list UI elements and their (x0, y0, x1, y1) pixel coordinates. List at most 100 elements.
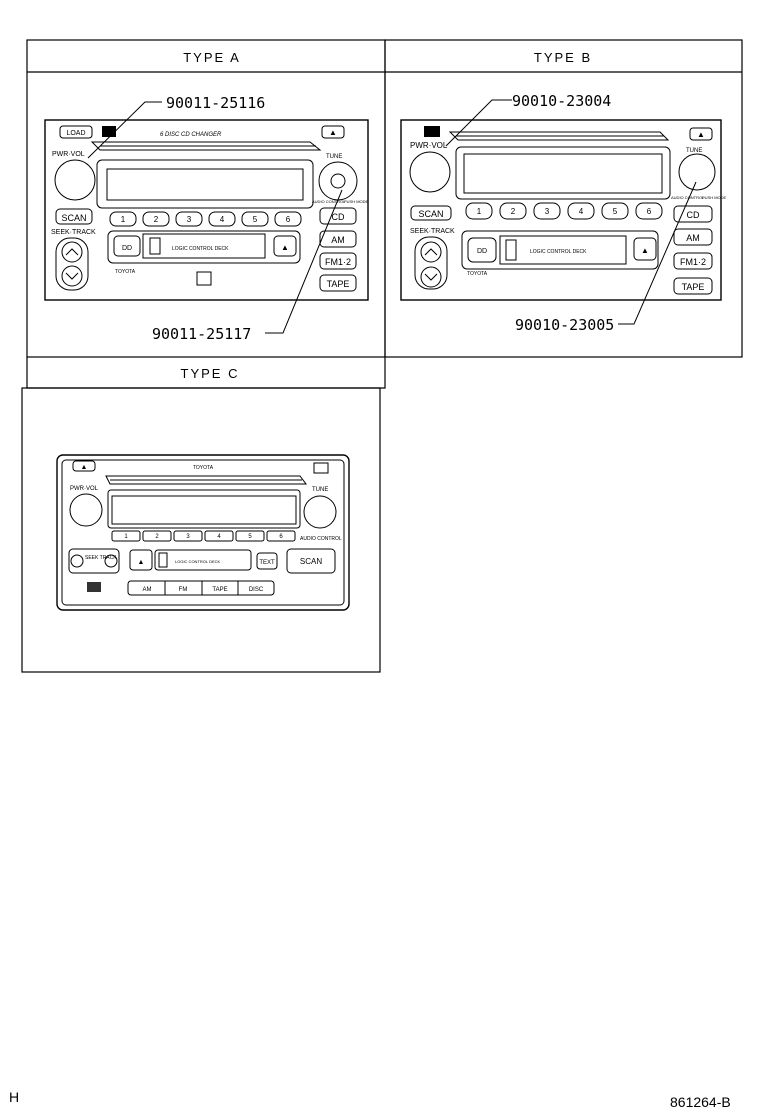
preset-label: 4 (217, 534, 221, 540)
preset-label: 3 (186, 534, 190, 540)
type-b-part-top: 90010-23004 (512, 92, 611, 110)
scan-label: SCAN (418, 209, 443, 219)
type-a-callout-top (87, 101, 162, 159)
pwr-vol-label: PWR·VOL (52, 151, 85, 158)
type-a-callout-bottom (265, 189, 343, 334)
eject-icon: ▲ (81, 464, 88, 471)
audio-control-label: AUDIO CONTROL (312, 199, 346, 204)
footer-left: H (9, 1089, 20, 1105)
am-label: AM (143, 587, 152, 593)
preset-button (635, 202, 663, 220)
deck-label: LOGIC CONTROL DECK (172, 246, 229, 252)
seek-track-label: SEEK·TRACK (410, 228, 455, 235)
type-b-part-bottom: 90010-23005 (515, 316, 614, 334)
scan-label: SCAN (61, 213, 86, 223)
preset-label: 2 (154, 215, 159, 224)
preset-label: 6 (279, 534, 283, 540)
fm-label: FM1·2 (325, 257, 351, 267)
type-a-part-top: 90011-25116 (166, 94, 265, 112)
preset-label: 6 (647, 207, 652, 216)
cd-label: CD (687, 210, 700, 220)
type-b-callout-bottom (618, 181, 697, 325)
deck-label: LOGIC CONTROL DECK (530, 249, 587, 255)
tune-label: TUNE (312, 487, 328, 493)
preset-button (173, 530, 203, 542)
fm-label: FM (179, 587, 188, 593)
preset-button (235, 530, 265, 542)
brand-label: TOYOTA (467, 271, 488, 277)
cd-label: CD (332, 212, 345, 222)
preset-label: 1 (124, 534, 128, 540)
brand-label: TOYOTA (115, 269, 136, 275)
type-c-title: TYPE C (181, 366, 240, 381)
tune-label: TUNE (326, 154, 342, 160)
preset-button (142, 211, 170, 227)
type-a-title: TYPE A (183, 50, 241, 65)
type-b-title: TYPE B (534, 50, 592, 65)
preset-label: 3 (187, 215, 192, 224)
push-mode-label: PUSH MODE (344, 199, 369, 204)
type-c-frame (21, 387, 381, 673)
am-label: AM (331, 235, 345, 245)
type-b-frame (384, 39, 743, 358)
preset-button (567, 202, 595, 220)
preset-button (499, 202, 527, 220)
type-b-callout-top (445, 99, 512, 147)
preset-button (601, 202, 629, 220)
preset-label: 4 (220, 215, 225, 224)
push-mode-label: PUSH MODE (702, 195, 727, 200)
preset-button (465, 202, 493, 220)
preset-button (111, 530, 141, 542)
seek-track-label: SEEK·TRACK (51, 229, 96, 236)
disc-label: DISC (249, 587, 264, 593)
preset-label: 5 (253, 215, 258, 224)
preset-label: 2 (511, 207, 516, 216)
audio-control-label: AUDIO CONTROL (671, 195, 705, 200)
preset-button (266, 530, 296, 542)
disc-logo (87, 582, 101, 592)
fm-label: FM1·2 (680, 257, 706, 267)
preset-button (109, 211, 137, 227)
scan-label: SCAN (300, 557, 322, 566)
preset-label: 3 (545, 207, 550, 216)
type-a-radio-unit: LOAD 6 DISC CD CHANGER ▲ PWR·VOL TUNE SC… (44, 119, 369, 301)
dolby-label: DD (122, 245, 132, 252)
load-button-label: LOAD (66, 130, 85, 137)
deck-eject-icon: ▲ (138, 559, 145, 566)
preset-label: 6 (286, 215, 291, 224)
deck-eject-icon: ▲ (281, 243, 289, 252)
am-label: AM (686, 233, 700, 243)
changer-label: 6 DISC CD CHANGER (160, 132, 222, 138)
deck-eject-icon: ▲ (641, 246, 649, 255)
disc-logo (424, 126, 440, 137)
pwr-vol-label: PWR·VOL (70, 486, 99, 492)
preset-label: 2 (155, 534, 159, 540)
eject-icon: ▲ (329, 128, 337, 137)
tape-label: TAPE (327, 279, 350, 289)
eject-icon: ▲ (697, 130, 705, 139)
preset-button (533, 202, 561, 220)
preset-button (142, 530, 172, 542)
dolby-label: DD (477, 248, 487, 255)
preset-button (175, 211, 203, 227)
tape-label: TAPE (682, 282, 705, 292)
preset-button (204, 530, 234, 542)
seek-track-label: SEEK TRACK (85, 555, 117, 561)
text-label: TEXT (259, 560, 275, 566)
preset-label: 1 (121, 215, 126, 224)
tune-label: TUNE (686, 148, 702, 154)
figure-number: 861264-B (670, 1094, 731, 1110)
preset-label: 4 (579, 207, 584, 216)
preset-label: 5 (613, 207, 618, 216)
deck-label: LOGIC CONTROL DECK (175, 559, 221, 564)
pwr-vol-label: PWR·VOL (410, 141, 448, 150)
preset-label: 5 (248, 534, 252, 540)
disc-logo (102, 126, 116, 137)
preset-button (241, 211, 269, 227)
tape-label: TAPE (212, 587, 227, 593)
type-a-part-bottom: 90011-25117 (152, 325, 251, 343)
preset-button (274, 211, 302, 227)
